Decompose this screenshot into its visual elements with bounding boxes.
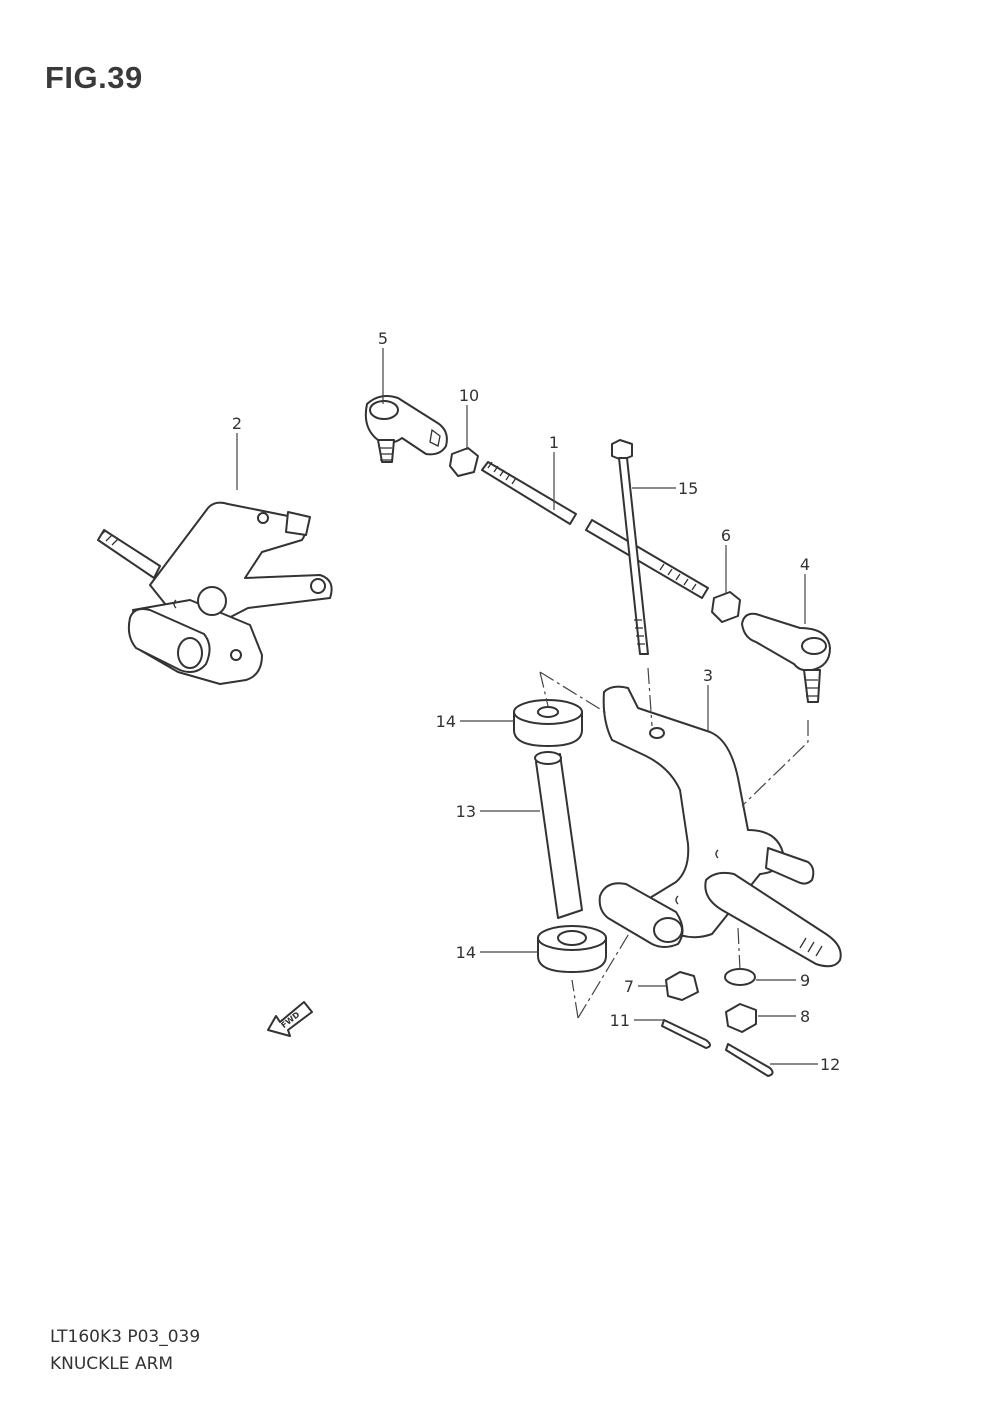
part-2-knuckle-left bbox=[97, 501, 333, 685]
fwd-arrow-icon: FWD bbox=[267, 1001, 313, 1037]
figure-title: FIG.39 bbox=[45, 60, 143, 95]
part-12-cotter-pin bbox=[725, 1043, 774, 1077]
callout-2: 2 bbox=[232, 414, 242, 433]
callout-1: 1 bbox=[549, 433, 559, 452]
callout-5: 5 bbox=[378, 329, 388, 348]
part-14-bushing-upper bbox=[513, 699, 583, 747]
callout-4: 4 bbox=[800, 555, 810, 574]
footer-code: LT160K3 P03_039 bbox=[50, 1327, 201, 1347]
part-5-tie-rod-end bbox=[364, 395, 448, 463]
callout-10: 10 bbox=[459, 386, 479, 405]
callout-11: 11 bbox=[610, 1011, 630, 1030]
callout-9: 9 bbox=[800, 971, 810, 990]
part-11-cotter-pin bbox=[661, 1019, 711, 1049]
callout-13: 13 bbox=[456, 802, 476, 821]
callout-14-upper: 14 bbox=[436, 712, 456, 731]
callout-6: 6 bbox=[721, 526, 731, 545]
callout-15: 15 bbox=[678, 479, 698, 498]
part-1-tie-rod bbox=[481, 461, 709, 599]
part-10-nut bbox=[449, 447, 479, 477]
part-9-washer bbox=[724, 968, 756, 986]
part-15-bolt bbox=[611, 439, 649, 655]
callout-8: 8 bbox=[800, 1007, 810, 1026]
footer-name: KNUCKLE ARM bbox=[50, 1354, 174, 1374]
callout-7: 7 bbox=[624, 977, 634, 996]
part-6-nut bbox=[711, 591, 741, 623]
callout-3: 3 bbox=[703, 666, 713, 685]
part-7-nut bbox=[665, 971, 699, 1001]
assembly-lines bbox=[539, 667, 809, 1019]
part-4-tie-rod-end bbox=[741, 612, 831, 703]
callout-12: 12 bbox=[820, 1055, 840, 1074]
part-8-nut bbox=[725, 1003, 757, 1033]
callouts: 5 10 2 1 15 6 4 3 14 13 14 7 9 11 8 12 bbox=[232, 329, 840, 1074]
part-13-collar bbox=[534, 751, 583, 919]
callout-14-lower: 14 bbox=[456, 943, 476, 962]
leader-lines bbox=[236, 348, 818, 1065]
part-3-knuckle-right bbox=[598, 685, 842, 968]
part-14-bushing-lower bbox=[537, 925, 607, 973]
